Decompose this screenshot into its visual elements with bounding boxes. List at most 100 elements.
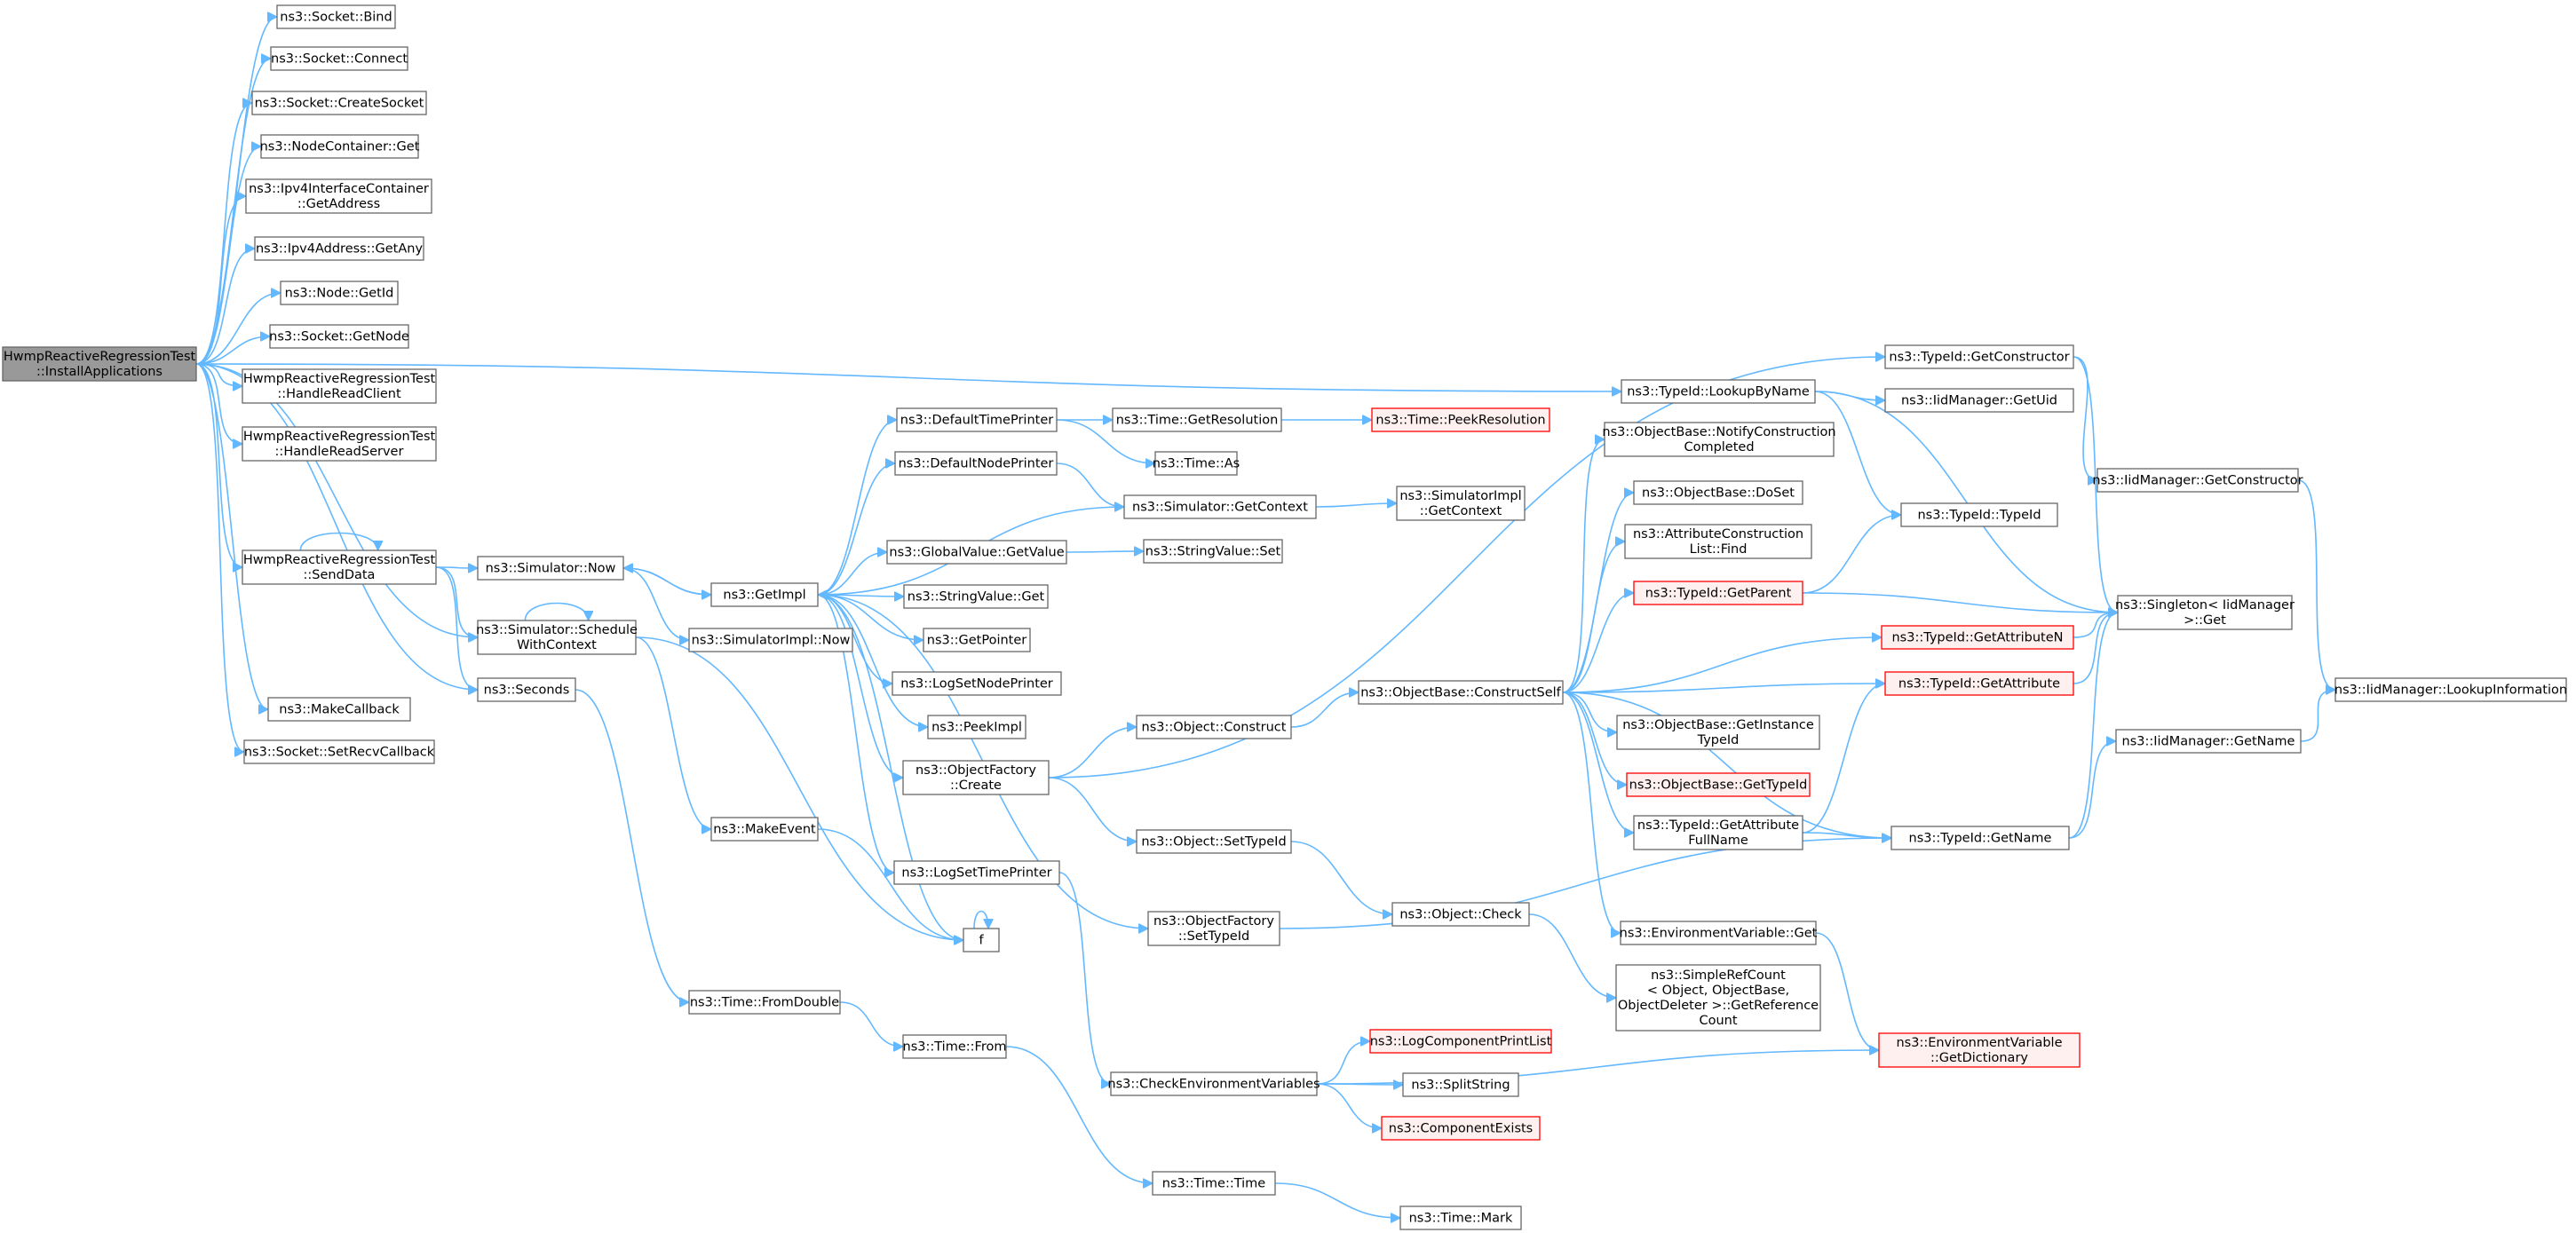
node-tid_lookup[interactable]: ns3::TypeId::LookupByName <box>1621 379 1816 404</box>
node-senddata[interactable]: HwmpReactiveRegressionTest::SendData <box>242 549 437 585</box>
call-edge-getimpl-to-f <box>817 594 963 940</box>
node-of_settypeid[interactable]: ns3::ObjectFactory::SetTypeId <box>1147 911 1280 946</box>
node-box <box>1633 480 1803 505</box>
node-label: ns3::Simulator::GetContext <box>1132 501 1308 515</box>
node-simimpl_now[interactable]: ns3::SimulatorImpl::Now <box>688 628 853 652</box>
node-getpointer[interactable]: ns3::GetPointer <box>923 628 1031 652</box>
node-makeevent[interactable]: ns3::MakeEvent <box>710 817 819 842</box>
node-logsettimeprinter[interactable]: ns3::LogSetTimePrinter <box>893 860 1060 885</box>
node-time_time[interactable]: ns3::Time::Time <box>1152 1171 1276 1196</box>
node-box <box>1399 1205 1522 1230</box>
node-tid_getattrn[interactable]: ns3::TypeId::GetAttributeN <box>1881 625 2074 650</box>
node-label: ns3::IidManager::GetUid <box>1901 394 2057 408</box>
node-box <box>1391 902 1530 927</box>
call-edge-senddata-to-senddata <box>299 532 377 551</box>
node-box <box>1358 680 1564 705</box>
node-label: ns3::TypeId::LookupByName <box>1627 385 1810 399</box>
call-edge-defaulttimeprinter-to-time_as <box>1056 419 1155 463</box>
node-tid_getattr[interactable]: ns3::TypeId::GetAttribute <box>1884 671 2074 696</box>
node-envvar_get[interactable]: ns3::EnvironmentVariable::Get <box>1620 921 1818 945</box>
node-label: ns3::StringValue::Set <box>1145 545 1281 559</box>
node-ipv4ic_getaddr[interactable]: ns3::Ipv4InterfaceContainer::GetAddress <box>245 178 432 214</box>
node-root[interactable]: HwmpReactiveRegressionTest::InstallAppli… <box>2 346 197 382</box>
node-of_create[interactable]: ns3::ObjectFactory::Create <box>902 760 1050 795</box>
node-envvar_getdict[interactable]: ns3::EnvironmentVariable::GetDictionary <box>1878 1032 2081 1068</box>
node-node_getid[interactable]: ns3::Node::GetId <box>280 281 399 305</box>
node-box <box>280 281 399 305</box>
node-tid_getname[interactable]: ns3::TypeId::GetName <box>1890 826 2070 850</box>
node-ob_gettid[interactable]: ns3::ObjectBase::GetTypeId <box>1626 772 1811 797</box>
node-label: ns3::LogComponentPrintList <box>1370 1035 1552 1049</box>
node-label: ns3::Object::Check <box>1399 908 1522 922</box>
node-obj_construct[interactable]: ns3::Object::Construct <box>1136 715 1292 739</box>
node-sv_get[interactable]: ns3::StringValue::Get <box>903 584 1049 609</box>
node-time_getres[interactable]: ns3::Time::GetResolution <box>1112 407 1282 432</box>
node-sim_now[interactable]: ns3::Simulator::Now <box>477 556 624 581</box>
node-handle_client[interactable]: HwmpReactiveRegressionTest::HandleReadCl… <box>242 368 437 404</box>
node-label: TypeId <box>1697 733 1740 747</box>
node-box <box>1900 502 2058 527</box>
node-nc_get[interactable]: ns3::NodeContainer::Get <box>260 134 420 159</box>
node-gv_getvalue[interactable]: ns3::GlobalValue::GetValue <box>886 540 1067 565</box>
node-singleton_get[interactable]: ns3::Singleton< IidManager >::Get <box>2115 595 2295 630</box>
node-time_peekres[interactable]: ns3::Time::PeekResolution <box>1371 407 1550 432</box>
node-tid_typeid[interactable]: ns3::TypeId::TypeId <box>1900 502 2058 527</box>
node-sv_set[interactable]: ns3::StringValue::Set <box>1143 539 1283 564</box>
node-simplerefcount[interactable]: ns3::SimpleRefCount< Object, ObjectBase,… <box>1615 964 1821 1031</box>
node-checkenv[interactable]: ns3::CheckEnvironmentVariables <box>1107 1071 1320 1096</box>
node-setrecvcb[interactable]: ns3::Socket::SetRecvCallback <box>243 739 435 764</box>
node-defaultnodeprinter[interactable]: ns3::DefaultNodePrinter <box>894 451 1058 476</box>
node-box <box>1884 344 2074 369</box>
node-iid_getuid[interactable]: ns3::IidManager::GetUid <box>1884 388 2074 413</box>
node-label: ::GetDictionary <box>1930 1051 2028 1065</box>
node-ob_notify[interactable]: ns3::ObjectBase::NotifyConstructionCompl… <box>1602 422 1836 457</box>
node-obj_check[interactable]: ns3::Object::Check <box>1391 902 1530 927</box>
node-sock_create[interactable]: ns3::Socket::CreateSocket <box>251 91 427 115</box>
node-getimpl[interactable]: ns3::GetImpl <box>710 582 819 607</box>
node-box <box>963 928 1000 952</box>
node-seconds[interactable]: ns3::Seconds <box>477 677 576 702</box>
node-ob_doset[interactable]: ns3::ObjectBase::DoSet <box>1633 480 1803 505</box>
node-time_from[interactable]: ns3::Time::From <box>902 1034 1007 1059</box>
node-ipv4addr_getany[interactable]: ns3::Ipv4Address::GetAny <box>254 236 424 261</box>
node-tid_getparent[interactable]: ns3::TypeId::GetParent <box>1633 581 1803 605</box>
node-fromdouble[interactable]: ns3::Time::FromDouble <box>688 990 841 1015</box>
node-sim_getctx[interactable]: ns3::Simulator::GetContext <box>1123 494 1317 519</box>
node-label: ::Create <box>950 779 1002 793</box>
node-handle_server[interactable]: HwmpReactiveRegressionTest::HandleReadSe… <box>242 426 437 462</box>
node-logsetnodeprinter[interactable]: ns3::LogSetNodePrinter <box>892 671 1062 696</box>
node-ob_constructself[interactable]: ns3::ObjectBase::ConstructSelf <box>1358 680 1564 705</box>
node-sock_getnode[interactable]: ns3::Socket::GetNode <box>269 324 409 349</box>
node-peekimpl[interactable]: ns3::PeekImpl <box>927 715 1026 739</box>
node-compexists[interactable]: ns3::ComponentExists <box>1381 1116 1541 1141</box>
node-label: ::HandleReadServer <box>275 445 404 459</box>
call-edge-root-to-ipv4ic_getaddr <box>195 196 247 365</box>
node-label: ns3::SimpleRefCount <box>1651 968 1786 983</box>
node-logcompprint[interactable]: ns3::LogComponentPrintList <box>1369 1029 1552 1054</box>
node-time_as[interactable]: ns3::Time::As <box>1153 451 1240 476</box>
node-box <box>893 860 1060 885</box>
node-iid_getname[interactable]: ns3::IidManager::GetName <box>2115 729 2302 754</box>
node-obj_settypeid[interactable]: ns3::Object::SetTypeId <box>1136 829 1292 854</box>
node-box <box>269 324 409 349</box>
node-simimpl_getctx[interactable]: ns3::SimulatorImpl::GetContext <box>1396 486 1526 521</box>
call-edge-getimpl-to-peekimpl <box>817 594 928 727</box>
node-sock_connect[interactable]: ns3::Socket::Connect <box>270 46 408 71</box>
node-f[interactable]: f <box>963 928 1000 952</box>
node-time_mark[interactable]: ns3::Time::Mark <box>1399 1205 1522 1230</box>
call-edge-tid_getctor-to-singleton_get <box>2073 356 2119 613</box>
node-defaulttimeprinter[interactable]: ns3::DefaultTimePrinter <box>896 407 1058 432</box>
node-makecallback[interactable]: ns3::MakeCallback <box>267 697 411 722</box>
node-iid_getctor[interactable]: ns3::IidManager::GetConstructor <box>2092 468 2303 493</box>
node-splitstring[interactable]: ns3::SplitString <box>1402 1072 1519 1097</box>
node-sock_bind[interactable]: ns3::Socket::Bind <box>276 4 396 29</box>
node-label: ns3::PeekImpl <box>931 721 1022 735</box>
node-tid_getctor[interactable]: ns3::TypeId::GetConstructor <box>1884 344 2074 369</box>
node-box <box>2117 595 2293 630</box>
node-label: ns3::ObjectBase::ConstructSelf <box>1360 686 1561 700</box>
node-iid_lookupinfo[interactable]: ns3::IidManager::LookupInformation <box>2334 677 2567 702</box>
